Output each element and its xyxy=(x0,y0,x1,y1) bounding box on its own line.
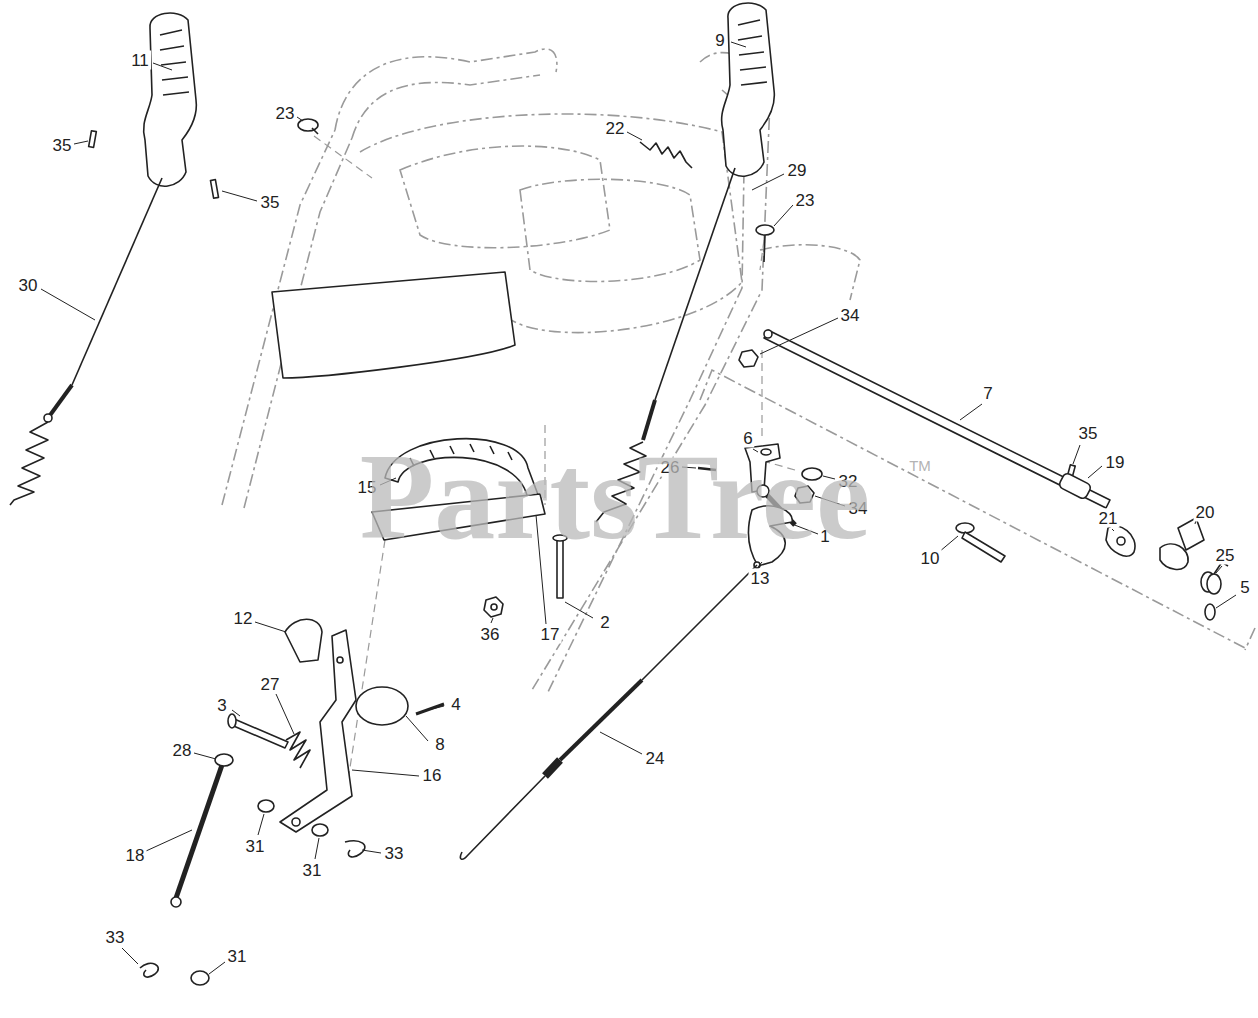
callout-number: 23 xyxy=(274,104,297,123)
trademark-mark: TM xyxy=(909,458,931,473)
callout-number: 18 xyxy=(124,846,147,865)
callout-number: 25 xyxy=(1214,546,1237,565)
callout-number: 35 xyxy=(259,193,282,212)
callout-number: 17 xyxy=(539,625,562,644)
callout-number: 13 xyxy=(749,569,772,588)
callout-number: 7 xyxy=(981,384,994,403)
callout-number: 3 xyxy=(215,696,228,715)
callout-number: 33 xyxy=(383,844,406,863)
callout-number: 21 xyxy=(1097,509,1120,528)
callout-number: 11 xyxy=(129,51,151,70)
parts xyxy=(10,3,1228,985)
callout-number: 9 xyxy=(713,31,726,50)
callout-number: 10 xyxy=(919,549,942,568)
callout-number: 31 xyxy=(244,837,267,856)
callout-number: 16 xyxy=(421,766,444,785)
callout-number: 28 xyxy=(171,741,194,760)
callout-number: 5 xyxy=(1238,578,1251,597)
callout-number: 27 xyxy=(259,675,282,694)
callout-number: 23 xyxy=(794,191,817,210)
callout-number: 33 xyxy=(104,928,127,947)
callout-number: 34 xyxy=(839,306,862,325)
callout-number: 2 xyxy=(598,613,611,632)
callout-number: 4 xyxy=(449,695,462,714)
callout-number: 20 xyxy=(1194,503,1217,522)
watermark: PartsTree xyxy=(360,436,870,558)
callout-number: 24 xyxy=(644,749,667,768)
callout-number: 31 xyxy=(226,947,249,966)
callout-number: 35 xyxy=(1077,424,1100,443)
callout-number: 30 xyxy=(17,276,40,295)
callout-number: 29 xyxy=(786,161,809,180)
callout-number: 22 xyxy=(604,119,627,138)
callout-number: 31 xyxy=(301,861,324,880)
callout-number: 12 xyxy=(232,609,255,628)
callout-number: 19 xyxy=(1104,453,1127,472)
leader-lines xyxy=(41,42,1236,974)
callout-number: 35 xyxy=(51,136,74,155)
callout-number: 36 xyxy=(479,625,502,644)
callout-number: 8 xyxy=(433,735,446,754)
